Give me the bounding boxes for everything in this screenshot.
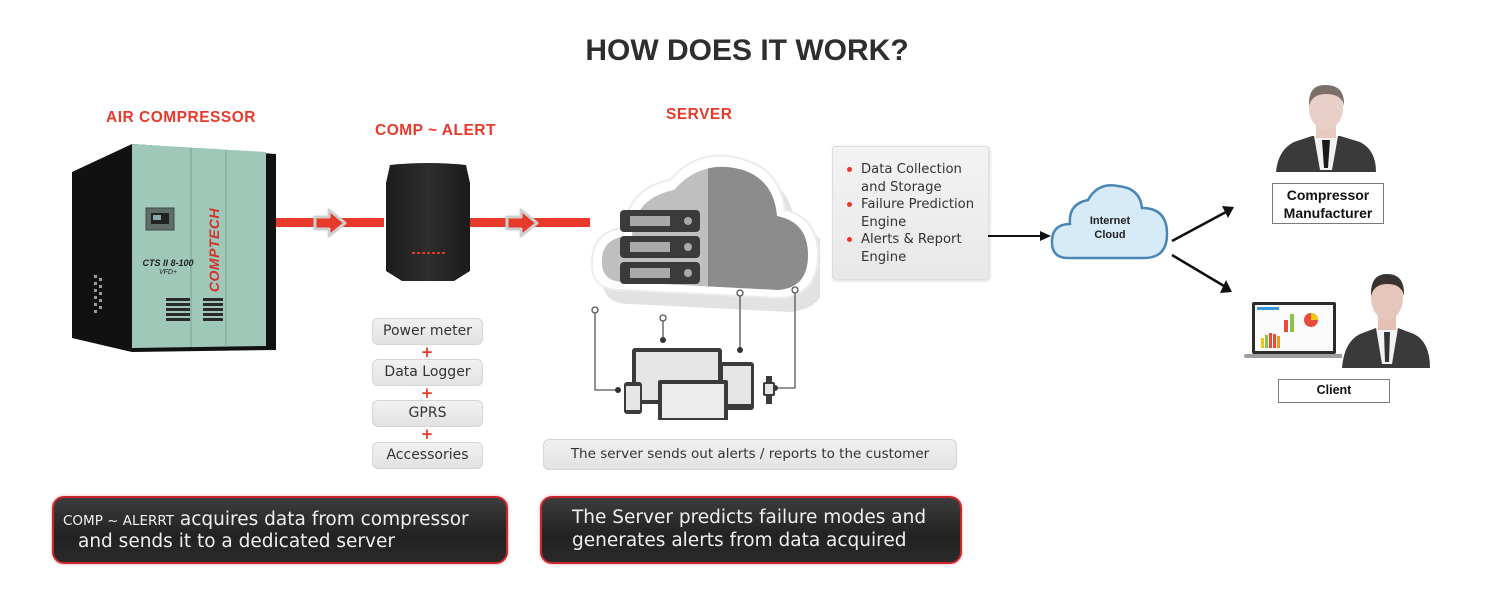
server-cloud-illustration (590, 154, 820, 420)
caption-comp-alert-line2: and sends it to a dedicated server (78, 531, 395, 552)
component-pill: GPRS (372, 400, 483, 427)
feature-item: Failure Prediction Engine (845, 196, 985, 231)
caption-server-line1: The Server predicts failure modes and (572, 507, 927, 528)
page-title: HOW DOES IT WORK? (585, 34, 909, 67)
feature-item: Data Collection and Storage (845, 161, 985, 196)
caption-server-line2: generates alerts from data acquired (572, 530, 907, 551)
compressor-icon (72, 144, 276, 352)
caption-server: The Server predicts failure modes and ge… (540, 496, 962, 564)
devices-icon (624, 348, 775, 420)
internet-cloud-icon (1050, 184, 1169, 260)
internet-cloud-label: Internet Cloud (1089, 215, 1131, 241)
server-label: SERVER (666, 106, 733, 123)
bullet-icon (847, 202, 852, 207)
plus-sign: + (420, 343, 434, 361)
comp-alert-device-icon (386, 163, 470, 281)
compressor-brand-logo: COMPTECH (206, 207, 222, 293)
manufacturer-person-icon (1276, 84, 1376, 172)
manufacturer-label: Compressor Manufacturer (1272, 183, 1384, 224)
compressor-variant: VFD+ (158, 269, 178, 276)
server-rack-icon (620, 210, 700, 284)
bullet-icon (847, 237, 852, 242)
component-pill: Power meter (372, 318, 483, 345)
air-compressor-illustration: CTS II 8-100 VFD+ COMPTECH (66, 140, 278, 355)
feature-item: Alerts & Report Engine (845, 231, 985, 266)
arrow-diagonal-icon (1171, 206, 1234, 293)
flow-arrow-icon (313, 208, 347, 238)
flow-arrow-icon (505, 208, 539, 238)
bullet-icon (847, 167, 852, 172)
component-pill: Data Logger (372, 359, 483, 386)
compressor-model: CTS II 8-100 (142, 258, 194, 268)
comp-alert-label: COMP ~ ALERT (375, 122, 496, 139)
component-pill: Accessories (372, 442, 483, 469)
client-person-icon (1342, 274, 1430, 368)
plus-sign: + (420, 425, 434, 443)
caption-comp-alert: COMP ~ ALERRT acquires data from compres… (52, 496, 508, 564)
client-label: Client (1278, 379, 1390, 403)
arrow-right-icon (988, 231, 1051, 241)
client-laptop-icon (1244, 302, 1342, 358)
plus-sign: + (420, 384, 434, 402)
server-sends-note: The server sends out alerts / reports to… (543, 439, 957, 470)
server-features-box: Data Collection and Storage Failure Pred… (832, 146, 989, 280)
air-compressor-label: AIR COMPRESSOR (106, 109, 256, 126)
caption-comp-alert-prefix: COMP ~ ALERRT (63, 513, 175, 529)
